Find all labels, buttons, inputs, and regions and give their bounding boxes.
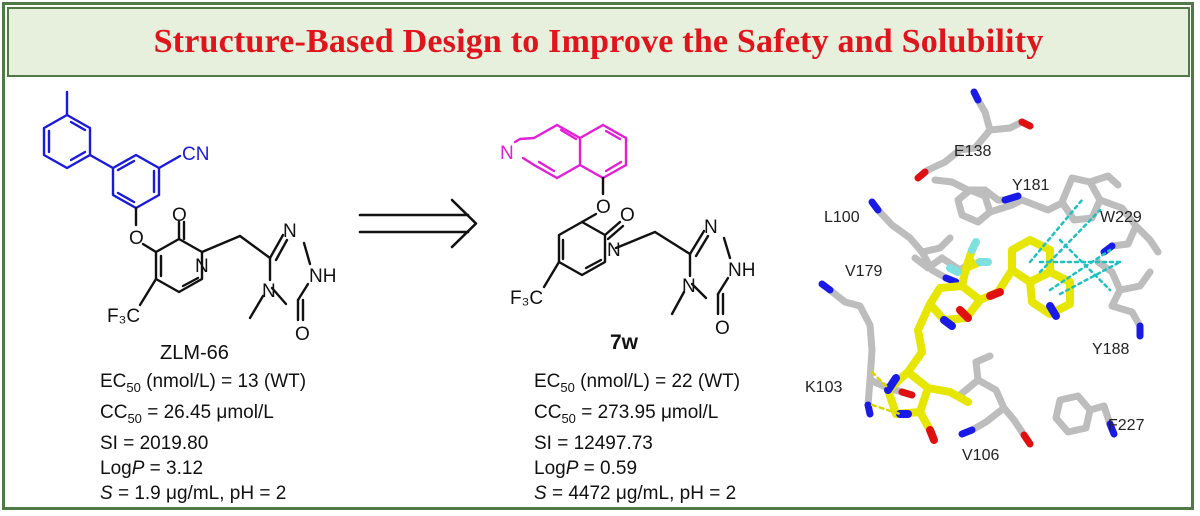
ligand-heteroatoms bbox=[884, 238, 1060, 444]
residue-f227: F227 bbox=[1108, 417, 1145, 434]
residue-l100: L100 bbox=[824, 209, 860, 226]
solubility-left: S = 1.9 μg/mL, pH = 2 bbox=[100, 482, 287, 504]
stats-right: EC50 (nmol/L) = 22 (WT) CC50 = 273.95 μm… bbox=[534, 369, 740, 506]
residue-e138: E138 bbox=[954, 143, 991, 160]
pyridone-n-label: N bbox=[195, 256, 209, 277]
ligand-7w bbox=[884, 236, 1074, 434]
solubility-right: S = 4472 μg/mL, pH = 2 bbox=[534, 482, 737, 504]
residue-w229: W229 bbox=[1100, 209, 1142, 226]
residue-v179: V179 bbox=[845, 263, 882, 280]
si-right: SI = 12497.73 bbox=[534, 432, 653, 454]
7w-triazole-n-methyl-label: N bbox=[682, 276, 696, 297]
stats-left: EC50 (nmol/L) = 13 (WT) CC50 = 26.45 μmo… bbox=[100, 369, 306, 506]
residue-y188: Y188 bbox=[1092, 341, 1129, 358]
7w-carbonyl-o-label: O bbox=[620, 205, 635, 226]
7w-triazolone-o-label: O bbox=[715, 318, 730, 339]
ec50-left: EC50 (nmol/L) = 13 (WT) bbox=[100, 371, 307, 395]
compound-name-left: ZLM-66 bbox=[160, 342, 229, 364]
compound-name-right: 7w bbox=[610, 331, 639, 354]
cn-label: CN bbox=[182, 144, 209, 165]
7w-pyridone-triazolone-fragment bbox=[542, 176, 732, 316]
docking-view: E138 Y181 L100 W229 V179 Y188 K103 V106 … bbox=[805, 88, 1162, 464]
page-title: Structure-Based Design to Improve the Sa… bbox=[153, 23, 1044, 60]
cc50-right: CC50 = 273.95 μmol/L bbox=[534, 401, 719, 426]
logp-left: LogP = 3.12 bbox=[100, 457, 204, 479]
si-left: SI = 2019.80 bbox=[100, 432, 209, 454]
cc50-left: CC50 = 26.45 μmol/L bbox=[100, 401, 274, 426]
isoquinoline-n-label: N bbox=[500, 143, 514, 164]
protein-residues bbox=[826, 96, 1162, 439]
7w-structure: N O O bbox=[500, 123, 755, 354]
carbonyl-o-label: O bbox=[172, 205, 187, 226]
residue-k103: K103 bbox=[805, 379, 842, 396]
7w-triazole-n-label: N bbox=[704, 217, 718, 238]
ether-o-label: O bbox=[129, 228, 144, 249]
7w-cf3-label: F₃C bbox=[510, 288, 543, 309]
7w-ether-o-label: O bbox=[596, 197, 611, 218]
cf3-label: F₃C bbox=[107, 306, 140, 327]
title-banner: Structure-Based Design to Improve the Sa… bbox=[7, 7, 1190, 77]
triazole-n-label: N bbox=[283, 221, 297, 242]
7w-triazole-nh-label: NH bbox=[728, 260, 755, 281]
zlm66-structure: CN bbox=[42, 90, 336, 364]
outer-frame bbox=[2, 2, 1194, 510]
7w-pyridone-n-label: N bbox=[607, 240, 621, 261]
triazolone-o-label: O bbox=[295, 324, 310, 345]
pyridone-triazolone-fragment bbox=[134, 206, 312, 322]
residue-y181: Y181 bbox=[1012, 177, 1049, 194]
biphenyl-fragment bbox=[42, 90, 182, 210]
logp-right: LogP = 0.59 bbox=[534, 457, 638, 479]
pi-stacking-lines bbox=[1028, 198, 1122, 296]
protein-heteroatoms bbox=[818, 88, 1144, 448]
residue-v106: V106 bbox=[962, 447, 999, 464]
isoquinoline-fragment bbox=[513, 123, 628, 180]
ec50-right: EC50 (nmol/L) = 22 (WT) bbox=[534, 371, 741, 395]
hbond-lines bbox=[870, 370, 902, 416]
triazole-nh-label: NH bbox=[309, 266, 336, 287]
triazole-n-methyl-label: N bbox=[262, 281, 276, 302]
design-arrow bbox=[358, 198, 478, 249]
